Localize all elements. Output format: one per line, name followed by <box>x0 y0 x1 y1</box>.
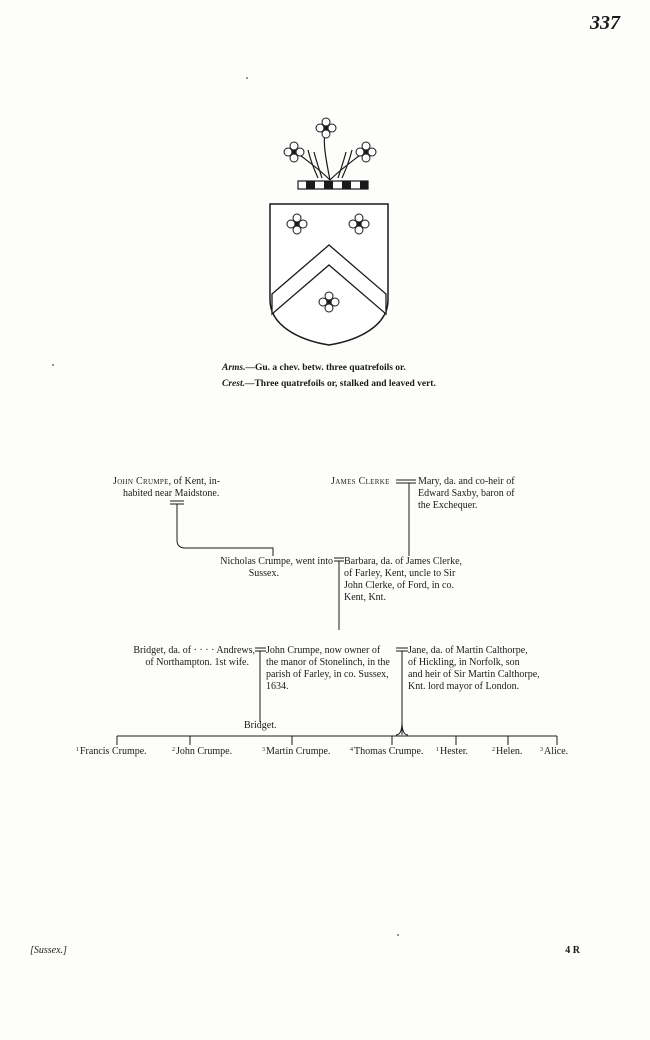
nicholas-line2: Sussex. <box>248 568 279 579</box>
john-owner-line2: the manor of Stonelinch, in the <box>266 657 390 668</box>
mary-line2: Edward Saxby, baron of <box>418 488 515 499</box>
john-crumpe-line2: habited near Maidstone. <box>123 488 220 499</box>
pedigree-lines <box>116 479 558 745</box>
child-7-name: Alice. <box>544 746 569 757</box>
arms-text: —Gu. a chev. betw. three quatrefoils or. <box>245 363 406 373</box>
john-owner-line4: 1634. <box>266 681 289 692</box>
barbara-line1: Barbara, da. of James Clerke, <box>344 556 463 567</box>
john-crumpe-line1: , of Kent, in- <box>168 476 221 487</box>
nicholas-entry: Nicholas Crumpe, went into Sussex. <box>199 556 333 580</box>
arms-label: Arms. <box>222 363 246 373</box>
child-3-name: Martin Crumpe. <box>266 746 331 757</box>
bridget-andrews-line1: Bridget, da. of · · · · Andrews, <box>133 645 255 656</box>
john-crumpe-entry: John Crumpe, of Kent, in- habited near M… <box>113 476 220 500</box>
bridget-daughter: Bridget. <box>244 720 277 731</box>
child-3-num: 3 <box>262 747 265 753</box>
page-number: 337 <box>590 12 620 34</box>
mary-line3: the Exchequer. <box>418 500 478 511</box>
james-clerke-name: James Clerke <box>331 476 390 487</box>
child-3: 3Martin Crumpe. <box>262 746 330 757</box>
bridget-andrews-entry: Bridget, da. of · · · · Andrews, of Nort… <box>120 645 255 669</box>
jane-line1: Jane, da. of Martin Calthorpe, <box>408 645 528 656</box>
jane-line4: Knt. lord mayor of London. <box>408 681 520 692</box>
speck <box>397 934 399 936</box>
mary-line1: Mary, da. and co-heir of <box>418 476 515 487</box>
jane-line2: of Hickling, in Norfolk, son <box>408 657 520 668</box>
child-1-num: 1 <box>76 747 79 753</box>
bridget-andrews-line2: of Northampton. 1st wife. <box>145 657 249 668</box>
john-owner-line1: John Crumpe, now owner of <box>266 645 381 656</box>
crest-text: —Three quatrefoils or, stalked and leave… <box>244 379 436 389</box>
nicholas-line1: Nicholas Crumpe, went into <box>220 556 333 567</box>
barbara-entry: Barbara, da. of James Clerke, of Farley,… <box>344 556 462 604</box>
barbara-line2: of Farley, Kent, uncle to Sir <box>344 568 456 579</box>
child-2-num: 2 <box>172 747 175 753</box>
john-crumpe-name: John Crumpe <box>113 476 169 487</box>
jane-line3: and heir of Sir Martin Calthorpe, <box>408 669 540 680</box>
mary-entry: Mary, da. and co-heir of Edward Saxby, b… <box>418 476 515 512</box>
child-2: 2John Crumpe. <box>172 746 232 757</box>
child-4: 4Thomas Crumpe. <box>350 746 423 757</box>
child-2-name: John Crumpe. <box>176 746 233 757</box>
footer-county: [Sussex.] <box>30 945 67 956</box>
barbara-line4: Kent, Knt. <box>344 592 386 603</box>
child-4-num: 4 <box>350 747 353 753</box>
child-1: 1Francis Crumpe. <box>76 746 147 757</box>
child-6-name: Helen. <box>496 746 523 757</box>
john-owner-line3: parish of Farley, in co. Sussex, <box>266 669 389 680</box>
child-5-num: 1 <box>436 747 439 753</box>
child-4-name: Thomas Crumpe. <box>354 746 424 757</box>
footer-signature-mark: 4 R <box>565 945 580 956</box>
child-6-num: 2 <box>492 747 495 753</box>
jane-entry: Jane, da. of Martin Calthorpe, of Hickli… <box>408 645 540 693</box>
child-1-name: Francis Crumpe. <box>80 746 147 757</box>
child-5-name: Hester. <box>440 746 469 757</box>
john-crumpe-owner-entry: John Crumpe, now owner of the manor of S… <box>266 645 390 693</box>
child-7: 3Alice. <box>540 746 568 757</box>
crest-line: Crest.—Three quatrefoils or, stalked and… <box>222 379 436 389</box>
speck <box>52 364 54 366</box>
child-7-num: 3 <box>540 747 543 753</box>
child-6: 2Helen. <box>492 746 522 757</box>
crest-label: Crest. <box>222 379 245 389</box>
speck <box>246 77 248 79</box>
child-5: 1Hester. <box>436 746 468 757</box>
barbara-line3: John Clerke, of Ford, in co. <box>344 580 454 591</box>
james-clerke-entry: James Clerke <box>331 476 390 488</box>
arms-line: Arms.—Gu. a chev. betw. three quatrefoil… <box>222 363 406 373</box>
